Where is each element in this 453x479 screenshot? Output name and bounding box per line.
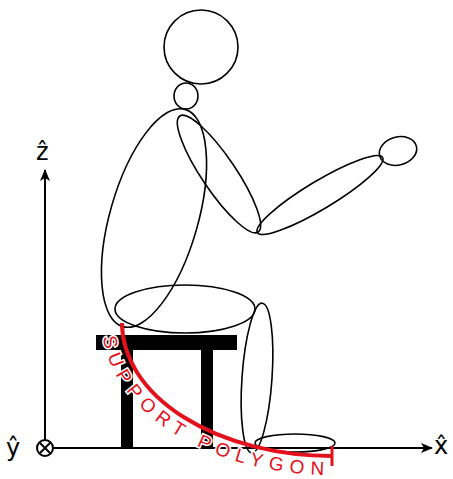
x-axis-label: x̂ — [434, 434, 448, 458]
z-axis — [44, 170, 46, 440]
support-polygon-label: SUPPORT POLYGON — [99, 334, 325, 479]
y-axis-symbol — [37, 440, 53, 456]
z-axis-label: ẑ — [36, 140, 49, 164]
y-axis-label: ŷ — [6, 436, 20, 460]
